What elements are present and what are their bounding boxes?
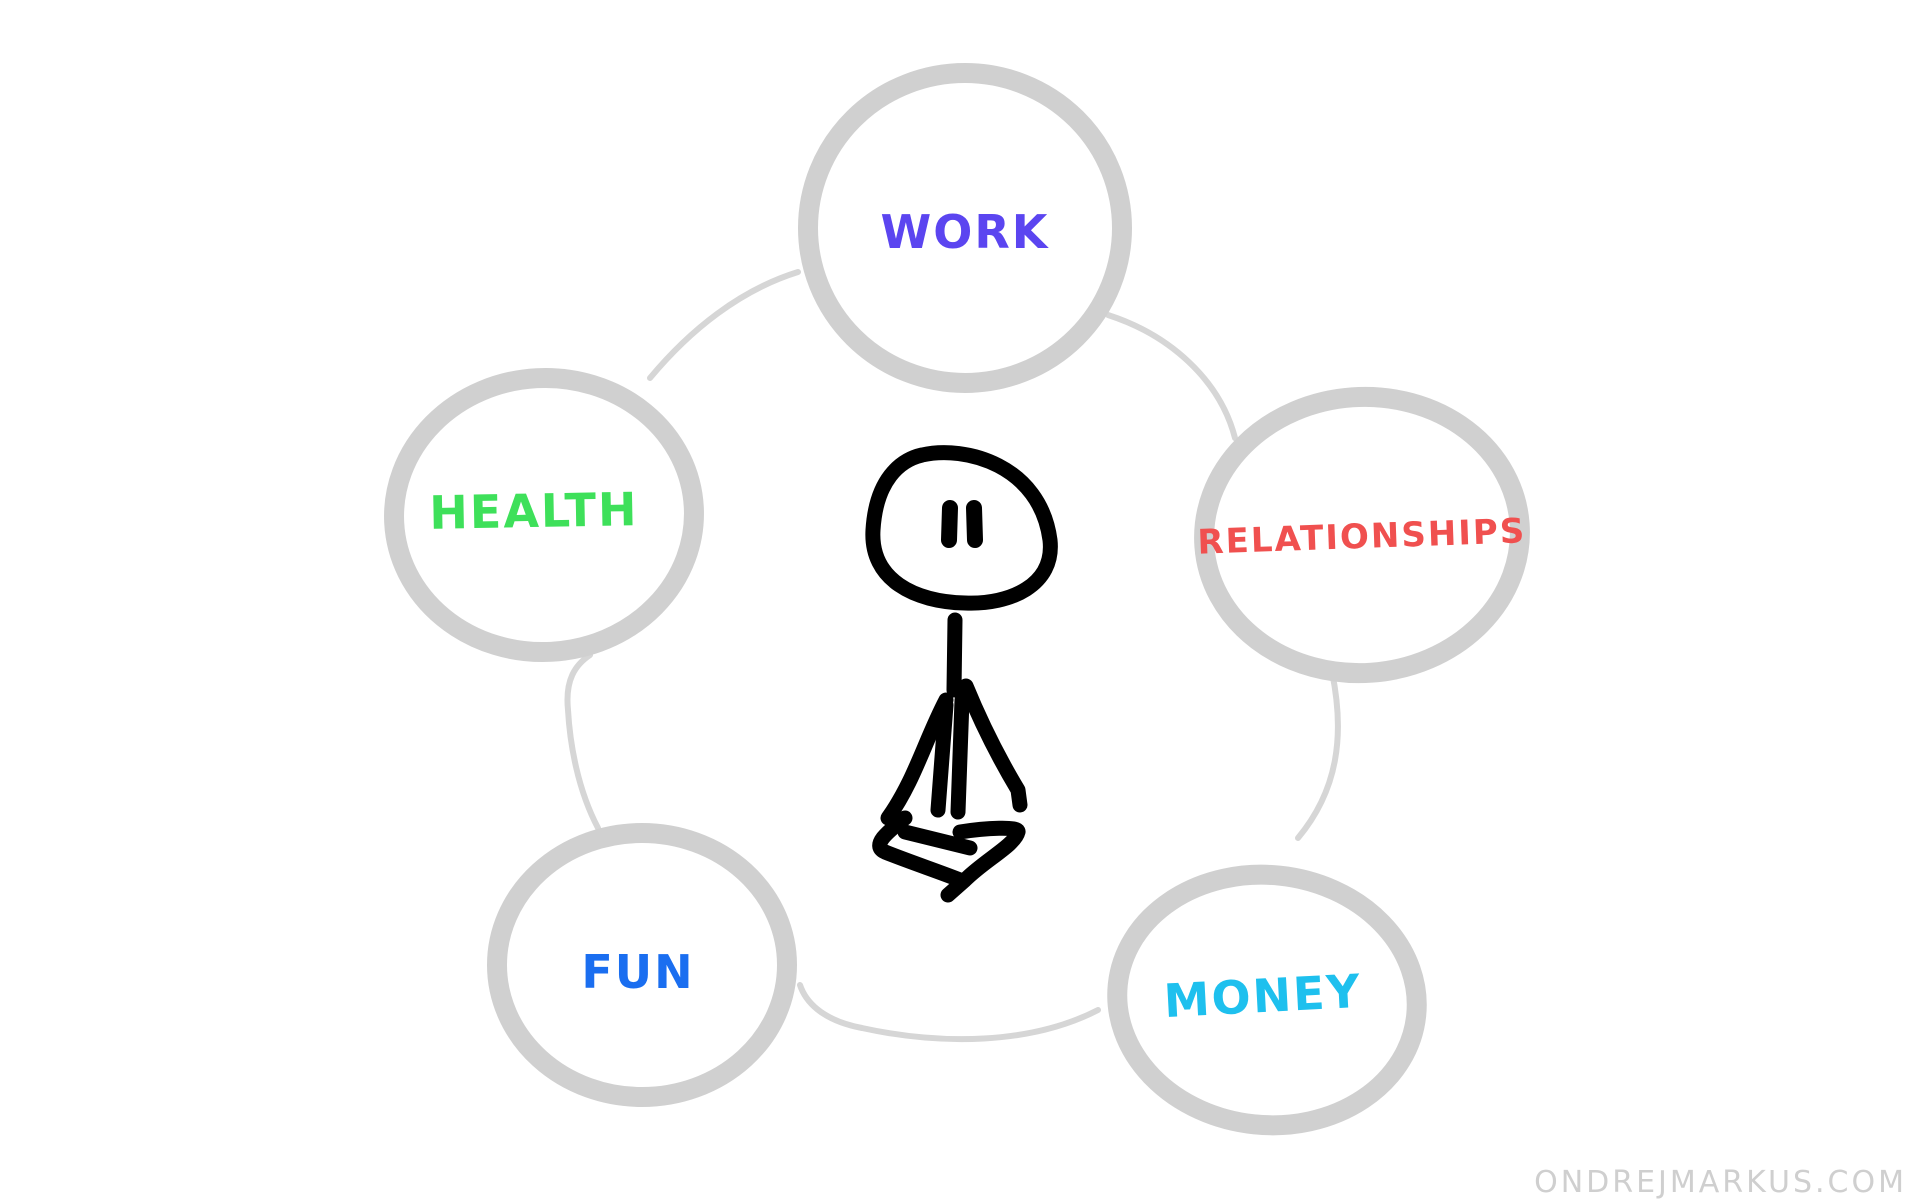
figure-right-side <box>958 678 1028 813</box>
figure-eye-left <box>941 500 958 548</box>
connector-fun-health <box>564 652 601 831</box>
node-label-fun: FUN <box>581 945 694 999</box>
circle-fun <box>487 823 797 1107</box>
figure-body <box>946 612 963 698</box>
connector-health-work <box>647 269 801 381</box>
figure-head <box>865 445 1058 611</box>
connector-work-relationships <box>1105 312 1238 441</box>
figure-inner-legs <box>930 692 970 820</box>
node-label-health: HEALTH <box>429 482 639 540</box>
connector-money-fun <box>797 982 1101 1043</box>
circle-health <box>384 367 704 663</box>
connector-relationships-money <box>1295 669 1341 841</box>
node-label-work: WORK <box>881 205 1050 259</box>
circle-relationships <box>1194 386 1530 684</box>
node-label-relationships: RELATIONSHIPS <box>1197 511 1527 562</box>
meditating-stick-figure-icon <box>865 445 1058 903</box>
figure-foot-line <box>897 824 978 856</box>
circle-work <box>798 63 1132 393</box>
circles-layer <box>384 63 1530 1136</box>
figure-crossed-legs <box>872 810 1026 903</box>
watermark-text: ONDREJMARKUS.COM <box>1534 1165 1907 1200</box>
node-label-money: MONEY <box>1162 964 1363 1028</box>
connections-layer <box>564 269 1341 1043</box>
figure-eye-right <box>966 500 983 548</box>
circle-money <box>1107 864 1427 1136</box>
